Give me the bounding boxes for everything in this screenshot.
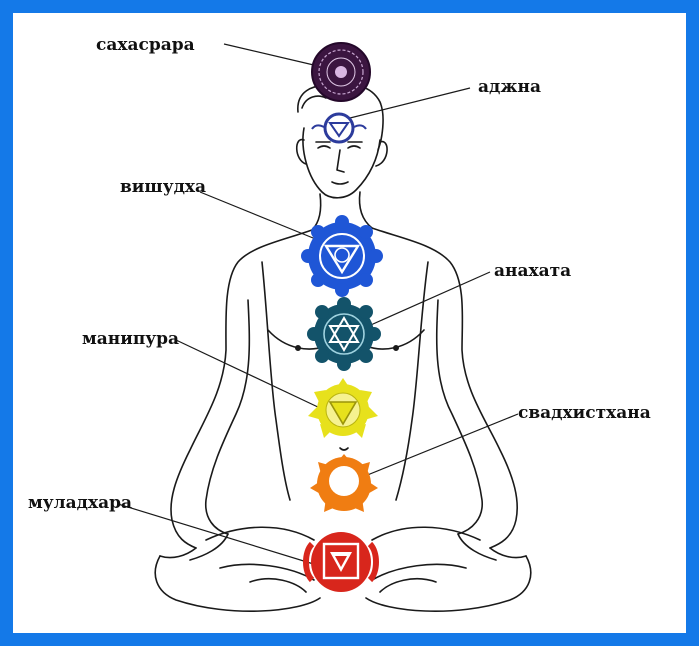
anahata-chakra [307,297,381,371]
label-muladhara: муладхара [28,493,132,513]
label-vishuddha: вишудха [120,177,206,197]
label-anahata: анахата [494,261,571,281]
label-manipura: манипура [82,329,179,349]
label-sahasrara: сахасрара [96,35,195,55]
label-svadhisthana: свадхистхана [518,403,651,423]
muladhara-chakra [303,532,379,592]
vishuddha-chakra [301,215,383,297]
sahasrara-chakra [311,42,371,102]
manipura-chakra [308,378,378,438]
svadhisthana-chakra [310,454,378,512]
leader-lines [117,43,519,567]
ajna-chakra [311,112,367,144]
label-ajna: аджна [478,77,541,97]
